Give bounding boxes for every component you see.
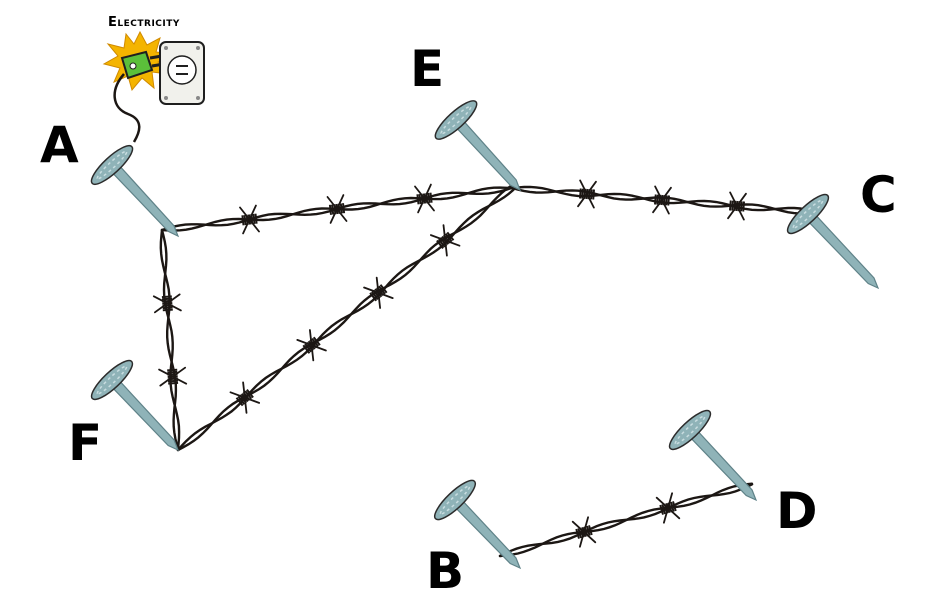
nail-shaft — [107, 375, 180, 452]
nail-head — [434, 100, 478, 140]
nail-layer — [90, 100, 880, 570]
label-layer: A B C D E F — [40, 40, 897, 600]
nail-shaft — [107, 160, 180, 238]
nail-head — [668, 409, 712, 451]
node-label-a: A — [40, 116, 79, 174]
nail-icon — [434, 100, 522, 192]
wire-barb — [296, 329, 327, 362]
wire-strand — [498, 483, 754, 558]
nail-icon — [433, 479, 522, 570]
plug-body — [120, 50, 154, 80]
barbed-wire-B-D — [498, 482, 754, 558]
wire-barb — [239, 204, 260, 235]
nail-shaft — [685, 425, 758, 502]
power-cord — [113, 73, 141, 143]
wire-layer — [152, 179, 814, 558]
diagram-title: Electricity — [108, 15, 180, 30]
electric-plug-outlet-icon — [102, 30, 205, 143]
nail-icon — [668, 409, 758, 502]
wire-barb — [363, 276, 394, 309]
nail-icon — [90, 144, 180, 238]
wire-barb — [652, 185, 672, 215]
nail-shaft — [451, 115, 522, 192]
wire-barb — [326, 194, 348, 224]
wire-barb — [727, 191, 747, 221]
wire-barb — [158, 366, 188, 387]
wire-barb — [571, 516, 597, 548]
barbed-wire-A-F — [152, 228, 188, 452]
nail-head — [90, 359, 134, 401]
nail-head — [786, 193, 830, 235]
node-label-b: B — [426, 542, 464, 600]
nail-head — [433, 479, 477, 521]
node-label-c: C — [860, 166, 897, 224]
nail-icon — [786, 193, 880, 290]
wire-barb — [414, 183, 435, 214]
wire-barb — [152, 293, 182, 314]
barbed-wire-E-C — [510, 179, 814, 221]
nail-head — [90, 144, 134, 186]
barbed-wire-A-E — [160, 183, 514, 235]
wire-barb — [229, 381, 261, 414]
wire-strand — [159, 228, 180, 452]
wire-barb — [577, 179, 597, 209]
barbed-wire-F-E — [176, 185, 515, 452]
wire-barb — [429, 224, 461, 257]
wire-strand — [160, 228, 181, 452]
node-label-f: F — [68, 414, 102, 472]
node-label-e: E — [410, 40, 444, 98]
node-label-d: D — [776, 482, 818, 540]
nail-icon — [90, 359, 180, 452]
wire-strand — [176, 188, 515, 452]
wire-barb — [655, 492, 681, 524]
